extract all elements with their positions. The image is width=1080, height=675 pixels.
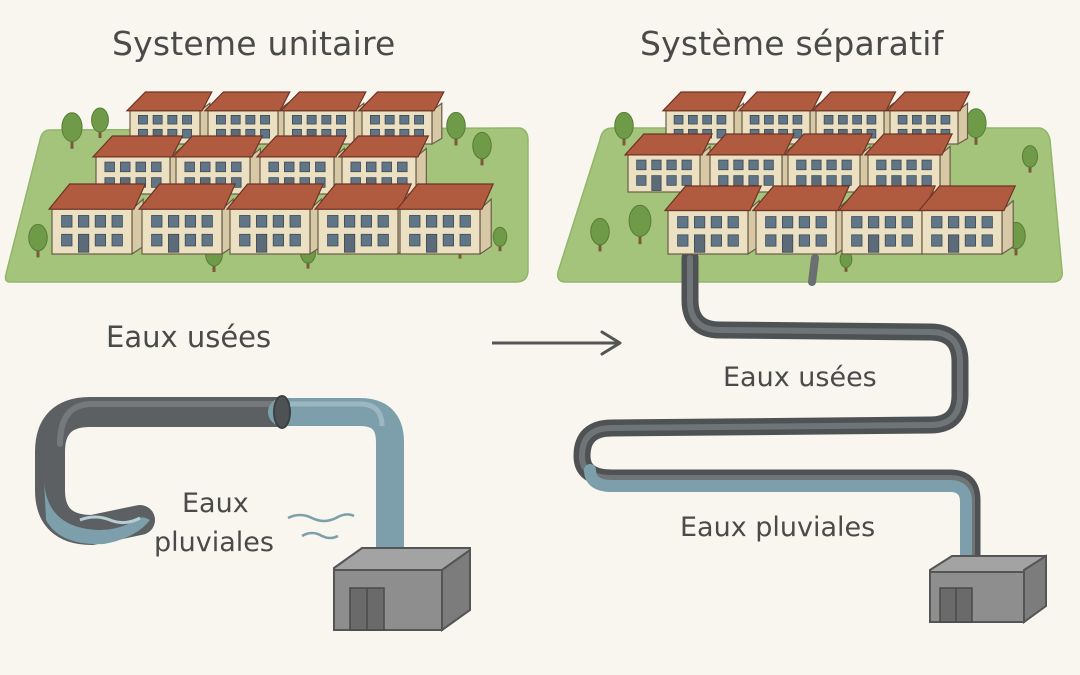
water-wave-icon (287, 513, 355, 523)
house-icon (225, 183, 325, 256)
treatment-plant-icon (333, 547, 471, 632)
right-stormwater-pipe (584, 464, 972, 578)
left-pipe-joint (273, 395, 291, 429)
left-pipe-water-waves (79, 515, 141, 525)
tree-icon (91, 107, 109, 138)
house-icon (313, 183, 413, 256)
house-icon (837, 185, 937, 256)
house-icon (663, 185, 763, 256)
house-icon (395, 183, 495, 256)
right-wastewater-pipe-highlight (579, 255, 975, 575)
right-houses (623, 91, 1017, 256)
house-icon (863, 133, 954, 194)
treatment-plant-icon (929, 554, 1047, 624)
tree-icon (472, 131, 492, 166)
left-houses (47, 91, 495, 256)
right-stormwater-label: Eaux pluviales (680, 512, 876, 543)
arrow-right-icon (492, 330, 622, 356)
house-icon (171, 135, 264, 196)
left-combined-pipe-highlight (57, 401, 281, 447)
tree-icon (28, 223, 48, 258)
left-stormwater-pipe (268, 398, 404, 562)
left-title: Systeme unitaire (112, 24, 396, 63)
house-icon (917, 185, 1017, 256)
tree-icon (446, 111, 466, 146)
water-wave-icon (301, 531, 339, 540)
tree-icon (614, 111, 634, 146)
right-title: Système séparatif (640, 24, 944, 63)
tree-icon (61, 112, 83, 149)
right-wastewater-label: Eaux usées (723, 362, 877, 393)
tree-icon (628, 204, 652, 245)
house-icon (705, 133, 796, 194)
left-stormwater-label-line1: Eaux (182, 488, 249, 519)
left-wastewater-label: Eaux usées (106, 320, 272, 354)
house-icon (623, 133, 714, 194)
house-icon (47, 183, 147, 256)
house-icon (783, 133, 874, 194)
left-pipe-water (44, 480, 150, 545)
house-icon (137, 183, 237, 256)
left-stormwater-highlight (290, 401, 385, 427)
left-stormwater-label-line2: pluviales (154, 527, 274, 558)
house-icon (751, 185, 851, 256)
tree-icon (1021, 145, 1039, 173)
tree-icon (590, 217, 610, 252)
tree-icon (492, 226, 508, 252)
right-side-drain (808, 254, 819, 286)
